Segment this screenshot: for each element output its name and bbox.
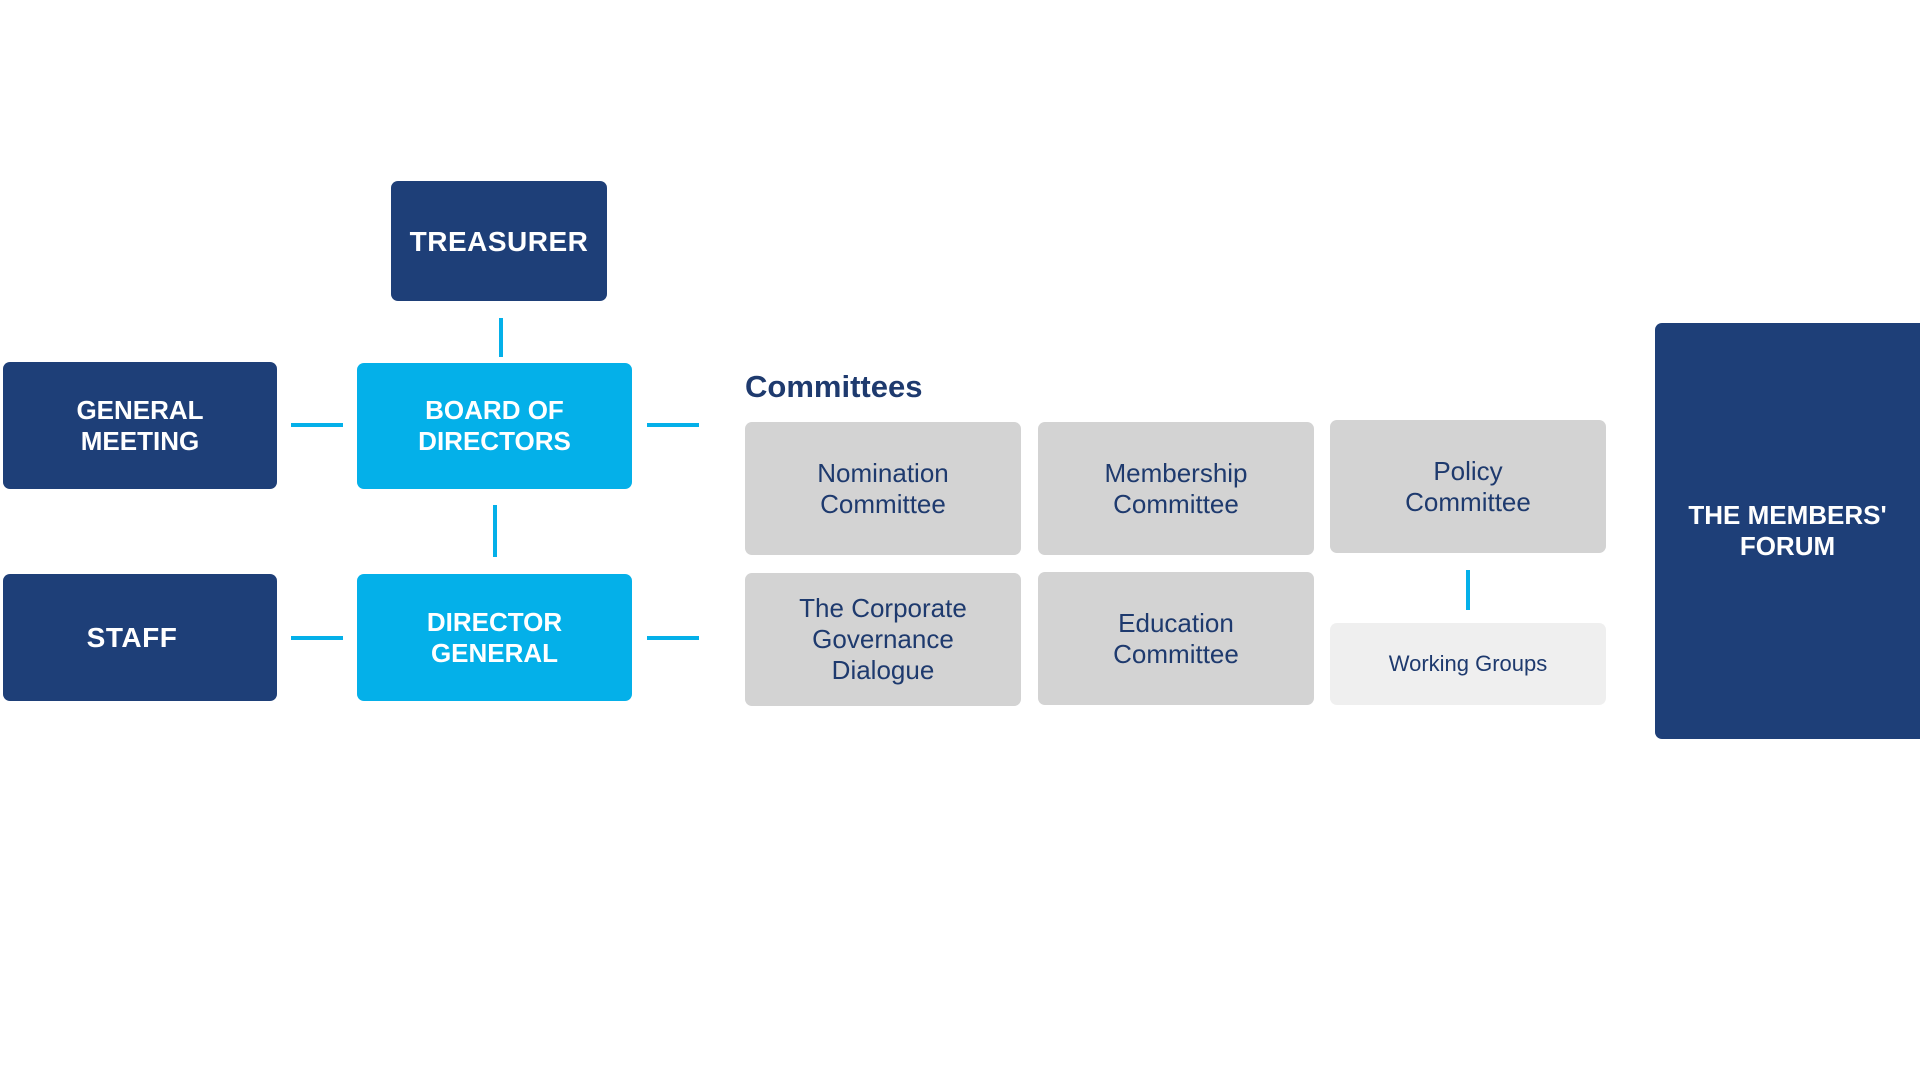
staff-box: STAFF	[3, 574, 277, 701]
connector-board-committees	[647, 423, 699, 427]
connector-policy-working-groups	[1466, 570, 1470, 610]
nomination-label-line1: Nomination	[817, 457, 949, 488]
staff-label: STAFF	[86, 622, 178, 653]
working-groups-box: Working Groups	[1330, 623, 1606, 705]
connector-treasurer-board	[499, 318, 503, 357]
committees-heading: Committees	[745, 369, 923, 404]
policy-label-line1: Policy	[1433, 455, 1503, 486]
connector-staff-director-general	[291, 636, 343, 640]
membership-label-line1: Membership	[1104, 457, 1248, 488]
director-general-label-line2: GENERAL	[430, 637, 559, 668]
education-committee-box: Education Committee	[1038, 572, 1314, 705]
corporate-governance-label-line3: Dialogue	[831, 655, 935, 685]
membership-committee-box: Membership Committee	[1038, 422, 1314, 555]
director-general-box: DIRECTOR GENERAL	[357, 574, 632, 701]
general-meeting-label-line2: MEETING	[80, 425, 200, 456]
education-label-line1: Education	[1118, 607, 1234, 638]
treasurer-label: TREASURER	[409, 225, 589, 257]
general-meeting-box: GENERAL MEETING	[3, 362, 277, 489]
corporate-governance-label-line1: The Corporate	[799, 593, 967, 623]
connector-director-general-committees	[647, 636, 699, 640]
connector-board-director-general	[493, 505, 497, 557]
policy-committee-box: Policy Committee	[1330, 420, 1606, 553]
corporate-governance-label-line2: Governance	[812, 624, 954, 654]
director-general-label-line1: DIRECTOR	[426, 606, 563, 637]
members-forum-label-line1: THE MEMBERS'	[1688, 500, 1887, 530]
nomination-label-line2: Committee	[820, 488, 946, 519]
board-label-line1: BOARD OF	[425, 395, 564, 425]
membership-label-line2: Committee	[1113, 488, 1239, 519]
connector-general-meeting-board	[291, 423, 343, 427]
board-label-line2: DIRECTORS	[418, 426, 571, 456]
members-forum-box: THE MEMBERS' FORUM	[1655, 323, 1920, 739]
members-forum-label-line2: FORUM	[1739, 531, 1836, 561]
education-label-line2: Committee	[1113, 638, 1239, 669]
working-groups-label: Working Groups	[1388, 651, 1548, 676]
nomination-committee-box: Nomination Committee	[745, 422, 1021, 555]
board-of-directors-box: BOARD OF DIRECTORS	[357, 363, 632, 489]
treasurer-box: TREASURER	[391, 181, 607, 301]
policy-label-line2: Committee	[1405, 486, 1531, 517]
corporate-governance-dialogue-box: The Corporate Governance Dialogue	[745, 573, 1021, 706]
general-meeting-label-line1: GENERAL	[76, 394, 204, 425]
